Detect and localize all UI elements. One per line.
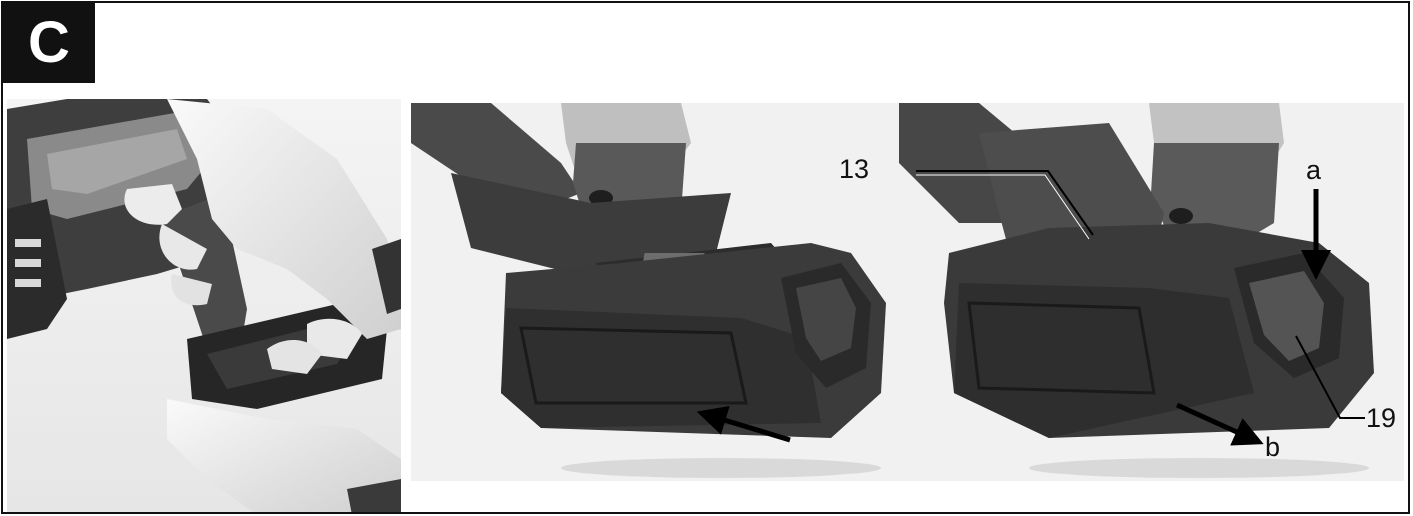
callout-13: 13 [839, 154, 870, 184]
photo-hand-inserting-battery [7, 99, 401, 512]
callout-a: a [1306, 155, 1322, 185]
photo-battery-release [899, 103, 1404, 481]
figure-label: C [3, 3, 95, 83]
photo-battery-slide-on [411, 103, 907, 481]
callout-b: b [1265, 432, 1281, 462]
callout-19: 19 [1366, 403, 1397, 433]
